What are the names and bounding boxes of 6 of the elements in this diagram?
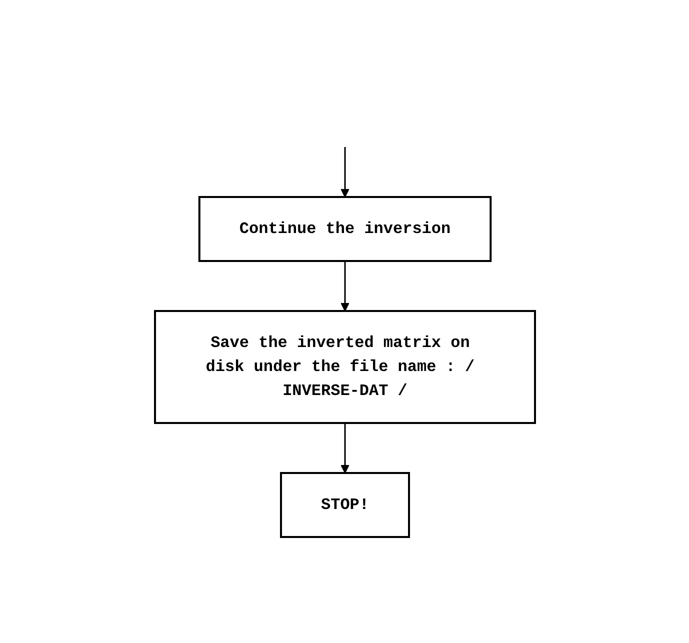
node-box: Save the inverted matrix on disk under the file name : / INVERSE-DAT / <box>154 310 536 424</box>
arrow <box>340 146 349 197</box>
arrow <box>340 422 349 473</box>
arrow <box>340 260 349 311</box>
node-box: STOP! <box>280 472 410 538</box>
node-box: Continue the inversion <box>198 196 492 262</box>
